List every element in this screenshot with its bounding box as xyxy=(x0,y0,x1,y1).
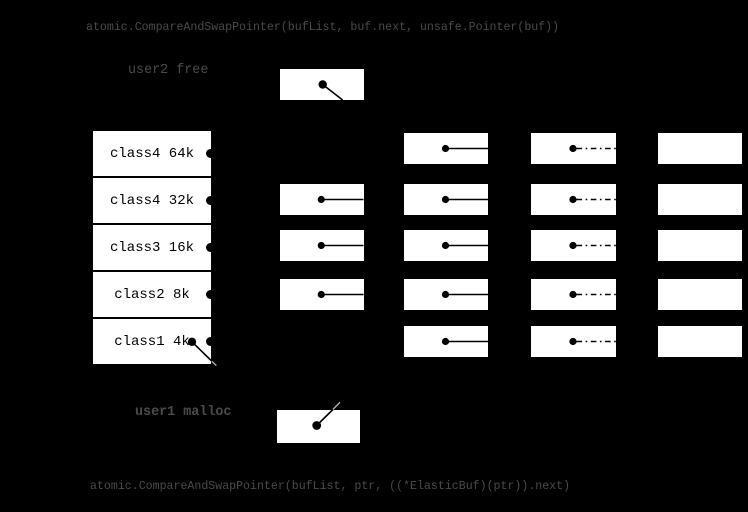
list-head-dot-icon xyxy=(206,337,215,346)
buffer-node xyxy=(404,184,488,215)
buffer-node xyxy=(404,132,488,164)
size-class-row: class1 4k xyxy=(93,317,215,364)
user1-malloc-label: user1 malloc xyxy=(135,405,232,420)
size-class-table: class4 64k class4 32k class3 16k class2 8k c… xyxy=(93,131,215,364)
size-class-label: class3 16k xyxy=(109,239,194,256)
buffer-node xyxy=(404,326,488,357)
buffer-node-empty xyxy=(658,132,742,164)
buffer-node xyxy=(531,132,616,164)
list-head-dot-icon xyxy=(206,149,215,158)
cas-malloc-code: atomic.CompareAndSwapPointer(bufList, pt… xyxy=(90,480,571,493)
buffer-node xyxy=(531,230,616,261)
user2-free-label: user2 free xyxy=(128,63,209,78)
size-class-label: class2 8k xyxy=(114,286,190,303)
list-head-dot-icon xyxy=(206,243,215,252)
cas-free-code: atomic.CompareAndSwapPointer(bufList, bu… xyxy=(86,21,560,34)
pointer-dot-icon xyxy=(569,290,577,298)
buffer-node xyxy=(404,278,488,310)
list-head-dot-icon xyxy=(206,196,215,205)
buffer-node xyxy=(404,230,488,261)
size-class-row: class2 8k xyxy=(93,270,215,317)
pointer-dot-icon xyxy=(569,195,577,204)
list-head-dot-icon xyxy=(206,290,215,299)
buffer-node xyxy=(280,278,364,310)
buffer-node-empty xyxy=(658,230,742,261)
size-class-row: class4 64k xyxy=(93,131,215,176)
buffer-node xyxy=(531,184,616,215)
buffer-node xyxy=(531,326,616,357)
size-class-label: class1 4k xyxy=(114,333,190,350)
buffer-node xyxy=(280,230,364,261)
pointer-dot-icon xyxy=(569,241,577,250)
buffer-node-empty xyxy=(658,278,742,310)
buffer-node-empty xyxy=(658,184,742,215)
buffer-node-empty xyxy=(658,326,742,357)
buffer-node xyxy=(531,278,616,310)
pointer-tail xyxy=(332,401,341,410)
pointer-tail xyxy=(211,360,217,367)
size-class-label: class4 32k xyxy=(109,192,194,209)
size-class-row: class4 32k xyxy=(93,176,215,223)
pointer-dot-icon xyxy=(569,337,577,346)
size-class-row: class3 16k xyxy=(93,223,215,270)
buffer-node xyxy=(280,184,364,215)
user2-free-node xyxy=(280,69,364,100)
size-class-label: class4 64k xyxy=(109,145,194,162)
pointer-dot-icon xyxy=(569,144,577,152)
user1-malloc-node xyxy=(277,410,360,443)
